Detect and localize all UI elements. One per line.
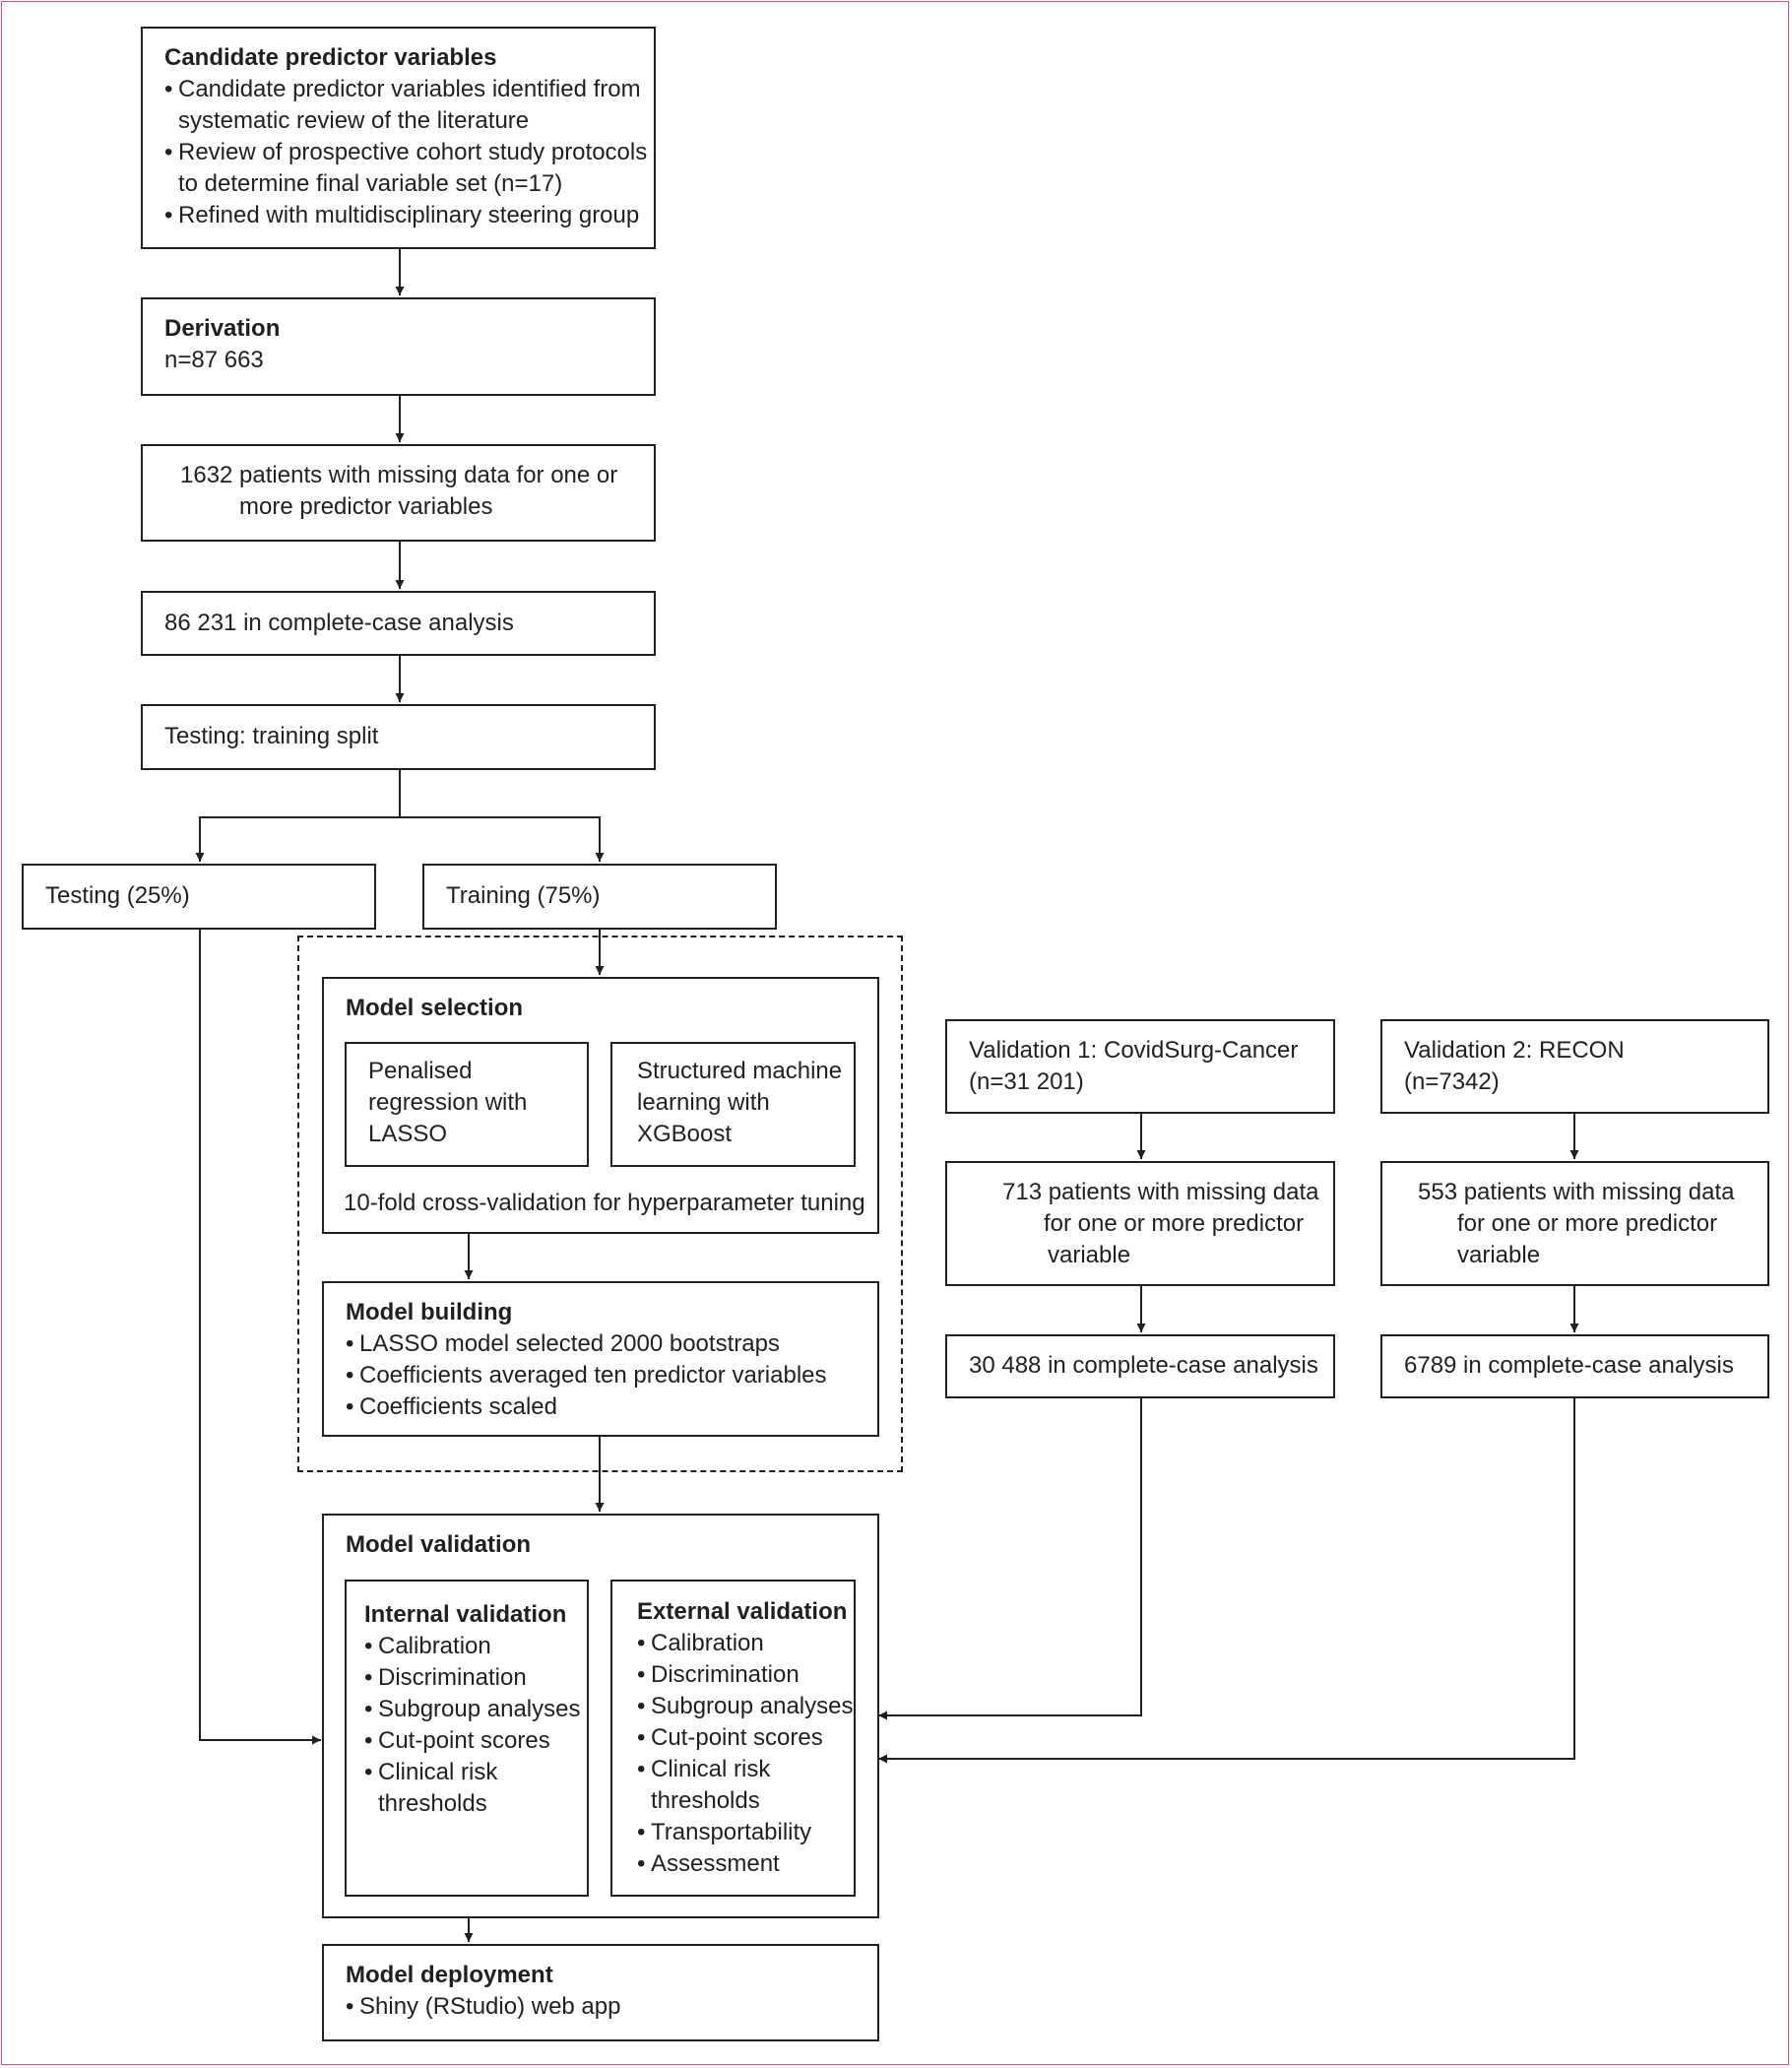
validation1-complete-text: 30 488 in complete-case analysis: [969, 1352, 1318, 1379]
split-text: Testing: training split: [164, 723, 379, 749]
validation1-missing-line: 713 patients with missing data: [1002, 1179, 1319, 1205]
validation1-missing-line: for one or more predictor: [1044, 1210, 1305, 1237]
arrow-testing-validation: [199, 930, 321, 1745]
derivation-missing-box: 1632 patients with missing data for one …: [141, 444, 656, 542]
lasso-line: Penalised: [368, 1058, 473, 1084]
arrow-val2-validation: [878, 1398, 1575, 1764]
model-selection-title: Model selection: [346, 995, 524, 1021]
testing-text: Testing (25%): [45, 882, 190, 909]
lasso-line: regression with: [368, 1089, 528, 1116]
internal-validation-item: Discrimination: [364, 1662, 587, 1694]
xgboost-line: learning with: [637, 1089, 770, 1116]
external-validation-item-cont: thresholds: [651, 1787, 760, 1814]
model-building-bullet: Coefficients averaged ten predictor vari…: [346, 1360, 856, 1391]
internal-validation-title: Internal validation: [364, 1601, 567, 1628]
training-dashed-group: [297, 936, 903, 1472]
model-validation-title: Model validation: [346, 1531, 532, 1558]
model-building-bullet: LASSO model selected 2000 bootstraps: [346, 1328, 856, 1360]
derivation-complete-box: 86 231 in complete-case analysis: [141, 591, 656, 656]
internal-validation-item-cont: thresholds: [378, 1790, 487, 1817]
model-building-title: Model building: [346, 1299, 513, 1325]
external-validation-item: Calibration: [637, 1628, 854, 1659]
validation1-box: Validation 1: CovidSurg-Cancer (n=31 201…: [945, 1019, 1335, 1114]
validation1-title: Validation 1: CovidSurg-Cancer: [969, 1037, 1299, 1064]
candidate-bullet: Review of prospective cohort study proto…: [164, 137, 647, 168]
external-validation-item: Discrimination: [637, 1659, 854, 1691]
derivation-title: Derivation: [164, 315, 281, 342]
validation2-n: (n=7342): [1404, 1068, 1500, 1095]
candidate-box: Candidate predictor variables Candidate …: [141, 27, 656, 249]
external-validation-box: External validation Calibration Discrimi…: [610, 1580, 856, 1897]
validation2-complete-text: 6789 in complete-case analysis: [1404, 1352, 1734, 1379]
derivation-missing-line2: more predictor variables: [239, 493, 493, 520]
split-branch-right: [400, 816, 601, 862]
candidate-title: Candidate predictor variables: [164, 44, 497, 71]
cross-validation-text: 10-fold cross-validation for hyperparame…: [344, 1190, 865, 1216]
model-deployment-title: Model deployment: [346, 1962, 553, 1988]
training-text: Training (75%): [446, 882, 601, 909]
model-deployment-box: Model deployment Shiny (RStudio) web app: [322, 1944, 879, 2041]
arrow-split-testing: [195, 770, 401, 862]
validation1-missing-box: 713 patients with missing data for one o…: [945, 1161, 1335, 1286]
external-validation-item: Cut-point scores: [637, 1722, 854, 1754]
external-validation-title: External validation: [637, 1598, 848, 1625]
validation2-missing-line: variable: [1457, 1242, 1541, 1268]
model-building-bullet: Coefficients scaled: [346, 1391, 856, 1423]
validation2-missing-line: for one or more predictor: [1457, 1210, 1718, 1237]
arrow-val1-validation: [878, 1398, 1142, 1720]
external-validation-item: Clinical risk: [637, 1754, 854, 1785]
candidate-bullet: Candidate predictor variables identified…: [164, 74, 641, 105]
xgboost-line: XGBoost: [637, 1121, 733, 1147]
candidate-bullet: Refined with multidisciplinary steering …: [164, 200, 639, 231]
validation1-complete-box: 30 488 in complete-case analysis: [945, 1334, 1335, 1398]
external-validation-item: Subgroup analyses: [637, 1691, 854, 1722]
validation2-box: Validation 2: RECON (n=7342): [1380, 1019, 1769, 1114]
derivation-box: Derivation n=87 663: [141, 297, 656, 396]
internal-validation-item: Cut-point scores: [364, 1725, 587, 1757]
internal-validation-box: Internal validation Calibration Discrimi…: [345, 1580, 589, 1897]
validation2-missing-box: 553 patients with missing data for one o…: [1380, 1161, 1769, 1286]
derivation-complete-text: 86 231 in complete-case analysis: [164, 610, 514, 636]
lasso-box: Penalised regression with LASSO: [345, 1042, 589, 1167]
external-validation-item: Transportability: [637, 1817, 854, 1848]
derivation-missing-line1: 1632 patients with missing data for one …: [180, 462, 618, 488]
xgboost-line: Structured machine: [637, 1058, 843, 1084]
model-deployment-bullet: Shiny (RStudio) web app: [346, 1991, 856, 2023]
validation1-n: (n=31 201): [969, 1068, 1084, 1095]
external-validation-item: Assessment: [637, 1848, 854, 1880]
internal-validation-item: Calibration: [364, 1631, 587, 1662]
model-building-box: Model building LASSO model selected 2000…: [322, 1281, 879, 1437]
internal-validation-item: Clinical risk: [364, 1757, 587, 1788]
testing-box: Testing (25%): [22, 864, 376, 930]
derivation-n: n=87 663: [164, 347, 264, 373]
internal-validation-item: Subgroup analyses: [364, 1694, 587, 1725]
candidate-bullet-cont: to determine final variable set (n=17): [178, 170, 563, 197]
validation2-title: Validation 2: RECON: [1404, 1037, 1625, 1064]
xgboost-box: Structured machine learning with XGBoost: [610, 1042, 856, 1167]
validation2-complete-box: 6789 in complete-case analysis: [1380, 1334, 1769, 1398]
validation2-missing-line: 553 patients with missing data: [1418, 1179, 1735, 1205]
split-box: Testing: training split: [141, 704, 656, 770]
validation1-missing-line: variable: [1048, 1242, 1131, 1268]
candidate-bullet-cont: systematic review of the literature: [178, 107, 530, 134]
lasso-line: LASSO: [368, 1121, 448, 1147]
training-box: Training (75%): [422, 864, 777, 930]
